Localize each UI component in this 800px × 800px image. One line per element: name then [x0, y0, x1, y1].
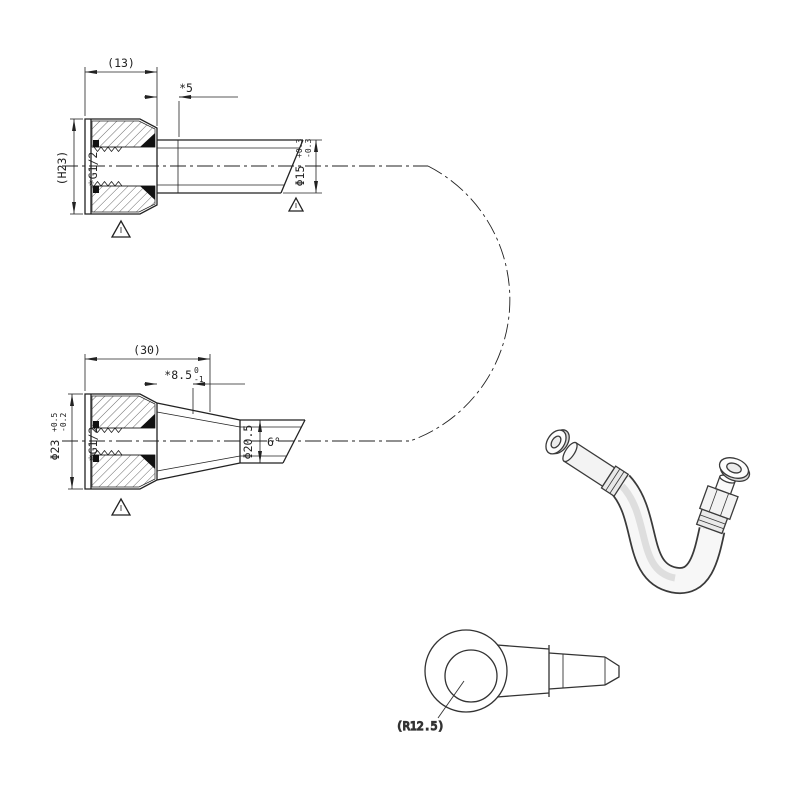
dia23-label: Φ23 — [48, 440, 62, 461]
elbow-bore-circle — [444, 649, 498, 703]
dim-30-label: (30) — [133, 343, 161, 357]
hose-body — [609, 474, 726, 595]
seal-section — [140, 133, 155, 147]
dimension-30: (30) — [84, 343, 211, 412]
dia20-5-label: Φ20.5 — [241, 425, 255, 460]
dia23-tol-upper: +0.5 — [50, 413, 59, 432]
dimension-dia20-5: Φ20.5 — [241, 420, 262, 463]
hose-nut-fitting — [695, 474, 739, 535]
mid-cone-and-tube-profile — [156, 402, 306, 481]
dimension-dia23: Φ23 +0.5 -0.2 — [48, 393, 83, 490]
taper-angle-label: 6° — [267, 435, 281, 449]
top-thread-label: *G1/2 — [86, 152, 100, 187]
surface-finish-triangle-icon — [110, 497, 132, 516]
dia15-label: Φ15 — [293, 166, 307, 187]
dim-8-5-label: *8.5 — [164, 368, 192, 382]
washer-gasket — [718, 457, 751, 482]
radius-label: (R12.5) — [396, 719, 444, 733]
dim-13-label: (13) — [107, 56, 135, 70]
dim-h23-label: (H23) — [55, 151, 69, 186]
elbow-body-circle — [424, 629, 508, 713]
dimension-13: (13) — [84, 56, 158, 126]
dim-8-5-tol-upper: 0 — [194, 366, 199, 375]
elbow-detail-view: (R12.5) — [395, 629, 620, 734]
radius-leader-line — [437, 680, 465, 719]
seal-section — [140, 414, 155, 428]
dimension-5: *5 — [144, 81, 238, 137]
mid-nut-cross-section — [84, 393, 158, 490]
top-fitting-section-view: (13) *5 (H23) *G1/2 Φ15 +0.3 -0.3 — [55, 56, 428, 238]
mid-thread-label: *G1/2 — [86, 427, 100, 462]
washer-gasket — [545, 429, 570, 455]
surface-finish-triangle-icon — [287, 196, 305, 212]
dimension-h23: (H23) — [55, 118, 83, 215]
seal-section — [140, 186, 155, 200]
top-nut-cross-section — [84, 118, 158, 215]
dim-8-5-tol-lower: -1 — [194, 375, 204, 384]
top-tube-profile — [157, 139, 304, 194]
dimension-8-5: *8.5 0 -1 — [144, 366, 245, 414]
mid-fitting-section-view: (30) *8.5 0 -1 Φ23 +0.5 -0.2 *G1/2 Φ20.5 — [48, 343, 410, 516]
dim-5-label: *5 — [179, 81, 193, 95]
seal-section — [140, 455, 155, 469]
hose-photo-illustration — [545, 429, 751, 595]
dia23-tol-lower: -0.2 — [59, 413, 68, 432]
hose-centerline-arc — [409, 165, 511, 442]
surface-finish-triangle-icon — [110, 219, 132, 238]
dia15-tol-lower: -0.3 — [304, 139, 313, 158]
dia15-tol-upper: +0.3 — [295, 139, 304, 158]
dimension-dia15: Φ15 +0.3 -0.3 — [283, 139, 322, 194]
hose-inlet-fitting — [562, 441, 630, 498]
